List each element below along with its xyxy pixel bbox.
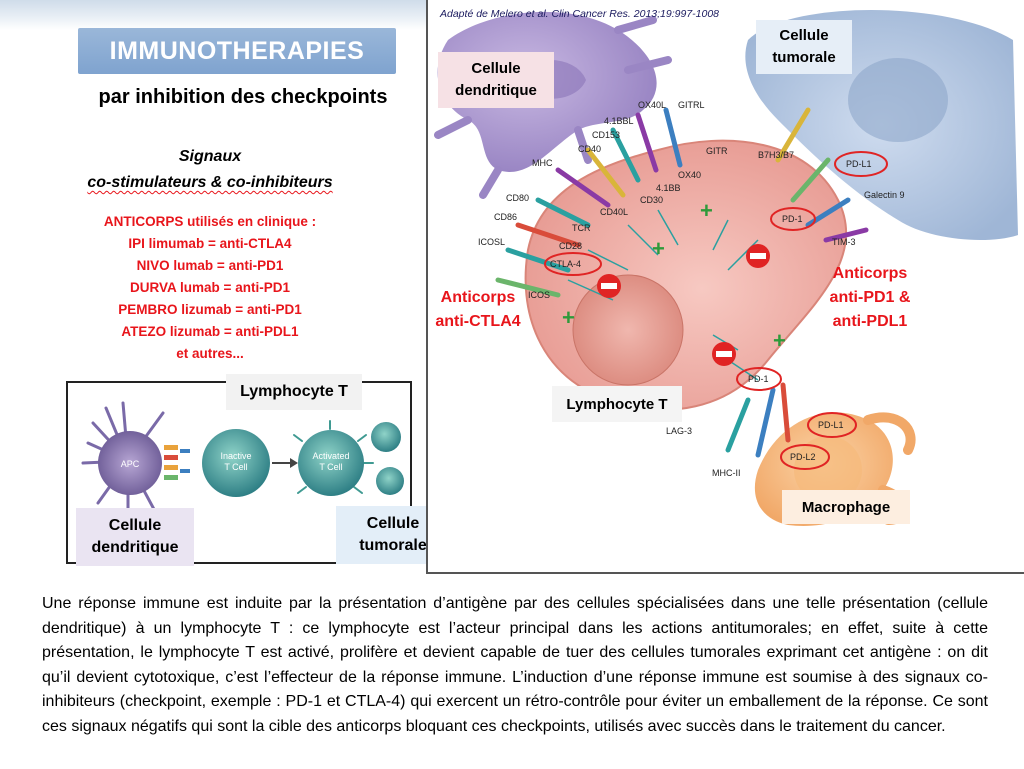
inhibition-stop-icon: [746, 244, 770, 268]
inhibition-signs: [597, 244, 770, 366]
mol-icosl: ICOSL: [478, 237, 505, 247]
anticorps-item: IPI limumab = anti-CTLA4: [128, 236, 292, 251]
mol-cd80: CD80: [506, 193, 529, 203]
activated-label-2: T Cell: [319, 462, 342, 472]
costim-plus-icon: +: [652, 236, 665, 261]
target-highlights: [544, 151, 888, 470]
title-banner: IMMUNOTHERAPIES: [78, 28, 396, 74]
apc-cell-shape: [81, 401, 165, 525]
mol-pdl2: PD-L2: [790, 452, 816, 462]
mol-galectin9: Galectin 9: [864, 190, 905, 200]
page-title: IMMUNOTHERAPIES: [109, 36, 365, 65]
inset-dendritic-text-2: dendritique: [91, 539, 179, 556]
diagram-lymphocyte-label: Lymphocyte T: [552, 386, 682, 422]
activation-arrow-head: [290, 458, 298, 468]
mol-pd1-bottom: PD-1: [748, 374, 769, 384]
diagram-dendritic-text-1: Cellule: [471, 60, 521, 77]
inhibition-stop-icon: [597, 274, 621, 298]
anticorps-item: ATEZO lizumab = anti-PDL1: [121, 324, 299, 339]
mol-41bbl: 4.1BBL: [604, 116, 634, 126]
anti-ctla4-text-1: Anticorps: [440, 289, 516, 306]
mol-mhcii: MHC-II: [712, 468, 741, 478]
explanation-paragraph: Une réponse immune est induite par la pr…: [42, 595, 988, 735]
lymphocyte-t-shape: [524, 139, 848, 411]
mol-cd28: CD28: [559, 241, 582, 251]
mol-cd30: CD30: [640, 195, 663, 205]
mol-tcr: TCR: [572, 223, 591, 233]
inactive-t-cell-shape: [202, 429, 270, 497]
mol-ctla4: CTLA-4: [550, 259, 581, 269]
mol-pdl1-top: PD-L1: [846, 159, 872, 169]
anti-ctla4-label: Anticorps anti-CTLA4: [428, 286, 528, 334]
mol-tim3: TIM-3: [832, 237, 856, 247]
mol-pdl1-bottom: PD-L1: [818, 420, 844, 430]
mol-ox40l: OX40L: [638, 100, 666, 110]
page-subtitle: par inhibition des checkpoints: [98, 86, 388, 108]
diagram-dendritic-label: Cellule dendritique: [438, 52, 554, 108]
citation-text: Adapté de Melero et al. Clin Cancer Res.…: [440, 8, 720, 20]
mol-pd1-top: PD-1: [782, 214, 803, 224]
anticorps-clinique-list: ANTICORPS utilisés en clinique : IPI lim…: [60, 211, 360, 365]
inactive-label-2: T Cell: [224, 462, 247, 472]
inset-dendritic-label: Cellule dendritique: [76, 508, 194, 566]
diagram-tumor-text-2: tumorale: [772, 49, 836, 66]
anticorps-item: DURVA lumab = anti-PD1: [130, 280, 290, 295]
anti-pd1-text-2: anti-PD1 &: [829, 289, 911, 306]
inset-lymphocyte-label: Lymphocyte T: [226, 374, 362, 410]
molecule-labels: OX40L GITRL 4.1BBL CD153 CD40 MHC GITR O…: [478, 100, 905, 478]
mol-mhc: MHC: [532, 158, 553, 168]
diagram-tumor-text-1: Cellule: [779, 27, 829, 44]
mol-cd86: CD86: [494, 212, 517, 222]
anticorps-heading: ANTICORPS utilisés en clinique :: [103, 214, 317, 229]
anticorps-item: NIVO lumab = anti-PD1: [136, 258, 284, 273]
anti-pd1-text-3: anti-PDL1: [832, 313, 908, 330]
mol-gitrl: GITRL: [678, 100, 705, 110]
diagram-macrophage-text: Macrophage: [801, 498, 891, 516]
daughter-t-cell: [371, 422, 401, 452]
mol-icos: ICOS: [528, 290, 550, 300]
plus-signs: + + + +: [562, 198, 786, 353]
inset-dendritic-text-1: Cellule: [108, 517, 162, 534]
anticorps-item: et autres...: [176, 346, 244, 361]
inset-tumor-text-1: Cellule: [366, 515, 420, 532]
signaux-line-1: Signaux: [178, 148, 242, 165]
diagram-macrophage-label: Macrophage: [782, 490, 910, 524]
mol-b7h3: B7H3/B7: [758, 150, 794, 160]
mol-41bb: 4.1BB: [656, 183, 681, 193]
mol-cd153: CD153: [592, 130, 620, 140]
anti-ctla4-text-2: anti-CTLA4: [435, 313, 521, 330]
mol-cd40l: CD40L: [600, 207, 628, 217]
costim-plus-icon: +: [773, 328, 786, 353]
diagram-dendritic-text-2: dendritique: [455, 82, 537, 99]
mol-ox40: OX40: [678, 170, 701, 180]
inhibition-stop-icon: [712, 342, 736, 366]
inset-illustration: APC Inactive T Cell Activated T Cell: [81, 401, 404, 525]
mol-lag3: LAG-3: [666, 426, 692, 436]
inactive-label-1: Inactive: [220, 451, 251, 461]
anticorps-item: PEMBRO lizumab = anti-PD1: [118, 302, 302, 317]
activated-label-1: Activated: [312, 451, 349, 461]
inset-tumor-text-2: tumorale: [359, 537, 427, 554]
mol-gitr: GITR: [706, 146, 728, 156]
mol-cd40: CD40: [578, 144, 601, 154]
diagram-tumor-label: Cellule tumorale: [756, 20, 852, 74]
anti-pd1-text-1: Anticorps: [832, 265, 908, 282]
activated-t-cell-shape: [293, 420, 374, 496]
costim-plus-icon: +: [562, 305, 575, 330]
costim-plus-icon: +: [700, 198, 713, 223]
anti-pd1-label: Anticorps anti-PD1 & anti-PDL1: [818, 262, 922, 334]
inset-receptors: [164, 445, 190, 480]
diagram-lymphocyte-text: Lymphocyte T: [566, 395, 668, 413]
apc-label: APC: [121, 459, 140, 469]
daughter-t-cell: [376, 467, 404, 495]
signaux-heading: Signaux co-stimulateurs & co-inhibiteurs: [60, 144, 360, 196]
inset-lymphocyte-text: Lymphocyte T: [240, 383, 348, 400]
signaux-line-2: co-stimulateurs & co-inhibiteurs: [87, 174, 333, 191]
